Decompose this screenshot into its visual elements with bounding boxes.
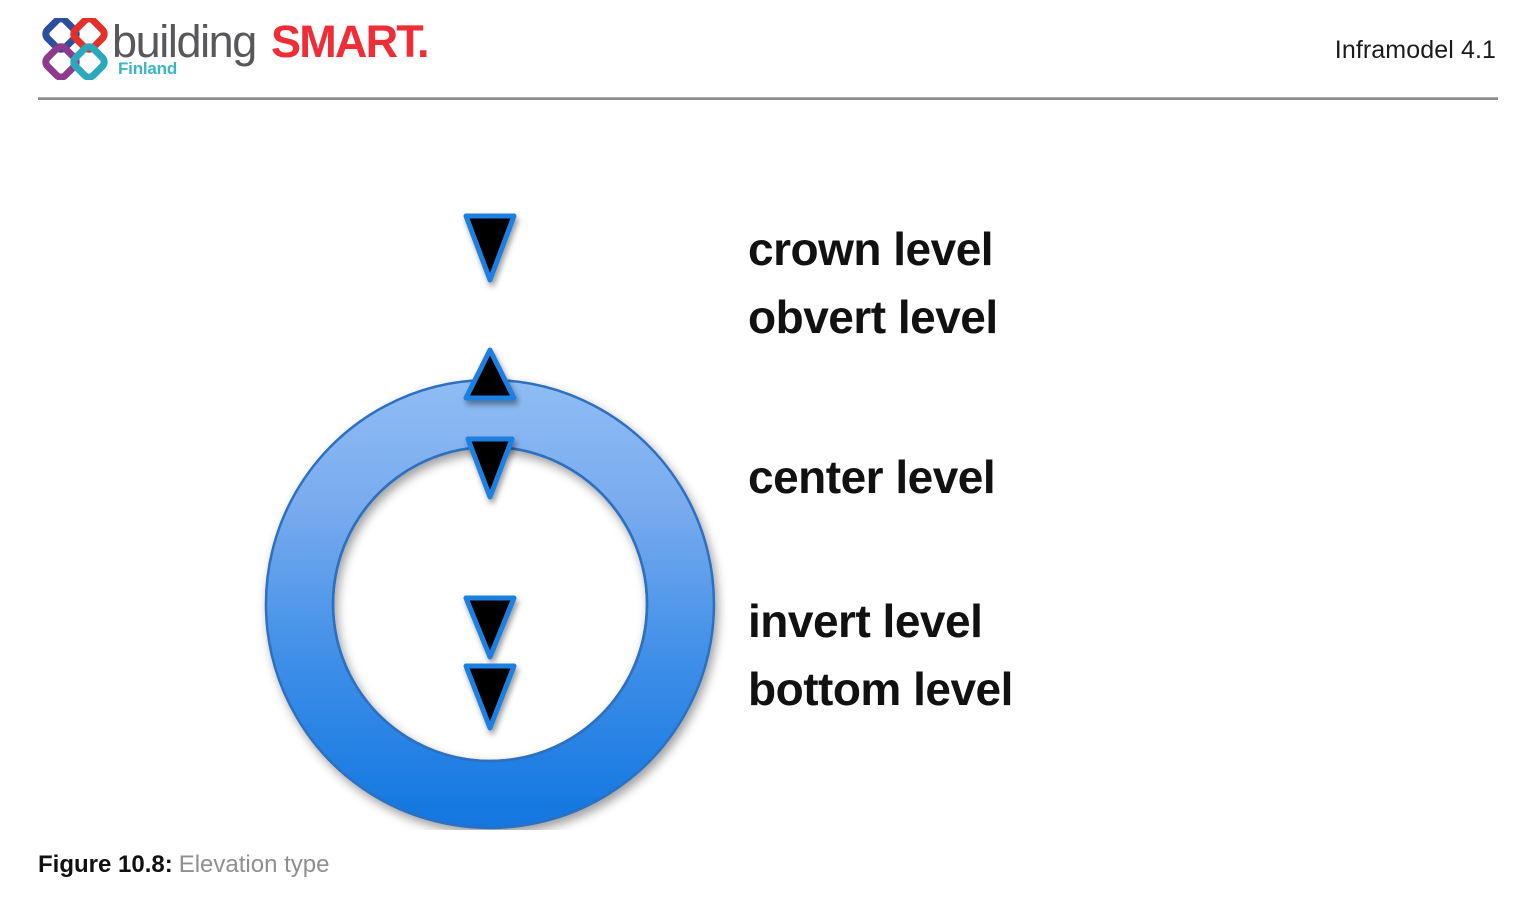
logo-text-building: building: [112, 16, 257, 67]
logo-text-smart: SMART.: [271, 16, 429, 67]
pipe-cross-section-diagram: [264, 213, 716, 830]
document-title: Inframodel 4.1: [1334, 36, 1496, 64]
figure-caption-number: Figure 10.8:: [38, 851, 173, 878]
marker-crown-level: [463, 213, 517, 283]
label-bottom-level: bottom level: [748, 663, 1013, 715]
label-center-level: center level: [748, 451, 996, 503]
marker-invert-level: [463, 595, 517, 660]
marker-obvert-level: [463, 347, 517, 401]
page-header: building SMART. Finland Inframodel 4.1: [0, 0, 1514, 100]
label-crown-level: crown level: [748, 223, 994, 275]
marker-center-level: [465, 436, 515, 500]
label-obvert-level: obvert level: [748, 291, 998, 343]
buildingsmart-interlocking-squares-logo: [38, 15, 112, 81]
figure-elevation-type: crown level obvert level center level in…: [0, 100, 1514, 830]
buildingsmart-finland-logo: building SMART. Finland: [38, 14, 438, 88]
marker-bottom-level: [463, 663, 517, 731]
header-divider: [38, 97, 1498, 100]
buildingsmart-wordmark: building SMART. Finland: [112, 14, 442, 88]
logo-text-finland: Finland: [118, 59, 178, 78]
figure-caption-text: Elevation type: [178, 851, 330, 878]
label-invert-level: invert level: [748, 595, 983, 647]
figure-caption: Figure 10.8:Elevation type: [38, 850, 329, 880]
